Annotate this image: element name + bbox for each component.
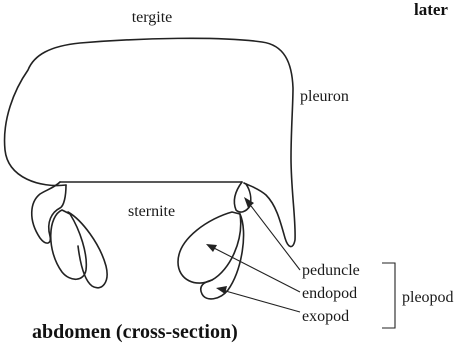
right-pleopod-exopod	[201, 214, 244, 299]
peduncle-arrowhead	[244, 197, 254, 208]
diagram-caption: abdomen (cross-section)	[32, 321, 238, 343]
sternite-label: sternite	[128, 203, 175, 220]
exopod-pointer	[222, 290, 300, 312]
tergite-label: tergite	[132, 9, 173, 26]
peduncle-pointer	[248, 202, 300, 270]
exopod-label: exopod	[302, 308, 349, 325]
pleuron-label: pleuron	[300, 88, 349, 105]
peduncle-label: peduncle	[302, 262, 360, 279]
left-pleopod-exopod	[68, 212, 107, 288]
endopod-arrowhead	[206, 244, 217, 252]
cut-off-label: later	[414, 0, 448, 19]
pleopod-label: pleopod	[402, 289, 454, 306]
endopod-label: endopod	[302, 285, 357, 302]
pointer-lines	[206, 197, 300, 312]
left-pleopod-endopod	[51, 210, 87, 279]
left-pleural-lobe	[32, 182, 66, 243]
pleopod-bracket	[382, 263, 395, 328]
